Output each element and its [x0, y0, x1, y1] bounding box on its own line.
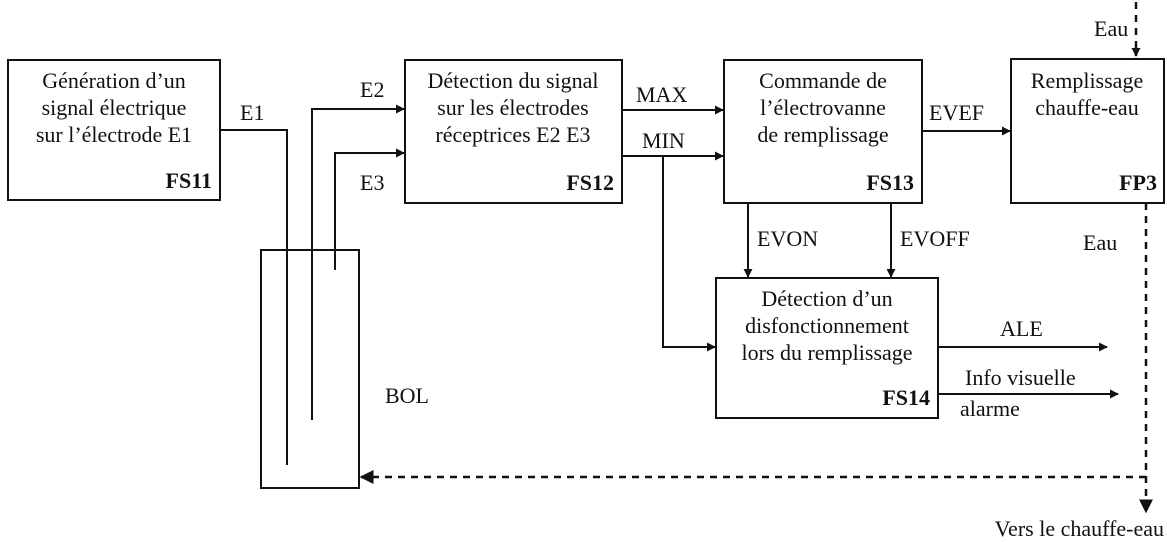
signal-evon: EVON [743, 203, 818, 278]
fs11-line-2: signal électrique [42, 95, 187, 120]
fs14-line-3: lors du remplissage [741, 340, 912, 365]
signal-ale: ALE [938, 316, 1108, 352]
fp3-line-1: Remplissage [1031, 68, 1143, 93]
fs13-line-2: l’électrovanne [760, 95, 886, 120]
label-e3: E3 [360, 170, 384, 195]
label-min: MIN [642, 128, 685, 153]
fs13-line-1: Commande de [759, 68, 887, 93]
electrode-e2: E2 [311, 77, 405, 420]
label-water-in: Eau [1094, 16, 1128, 41]
signal-min: MIN [622, 128, 724, 161]
fs13-code: FS13 [866, 170, 914, 195]
fs12-code: FS12 [566, 170, 614, 195]
signal-min-to-fs14 [662, 156, 716, 352]
signal-info-visuelle: Info visuelle alarme [938, 365, 1119, 421]
fs11-code: FS11 [166, 168, 212, 193]
label-max: MAX [636, 82, 687, 107]
label-evon: EVON [757, 226, 818, 251]
signal-evoff: EVOFF [886, 203, 970, 278]
block-fs12: Détection du signal sur les électrodes r… [404, 59, 623, 204]
fs14-line-2: disfonctionnement [745, 313, 909, 338]
fs11-line-1: Génération d’un [42, 68, 186, 93]
signal-evef: EVEF [922, 100, 1011, 136]
label-ale: ALE [1000, 316, 1043, 341]
label-e1: E1 [240, 100, 264, 125]
fp3-line-2: chauffe-eau [1035, 95, 1138, 120]
fs12-line-2: sur les électrodes [437, 95, 589, 120]
block-fp3: Remplissage chauffe-eau FP3 [1010, 58, 1165, 204]
fs14-line-1: Détection d’un [761, 286, 892, 311]
label-water-out: Eau [1083, 230, 1117, 255]
label-evef: EVEF [929, 100, 984, 125]
fs14-code: FS14 [882, 385, 930, 410]
bowl-label: BOL [385, 383, 429, 408]
label-info-line-2: alarme [960, 396, 1020, 421]
block-fs13: Commande de l’électrovanne de remplissag… [723, 59, 923, 204]
bowl: BOL [260, 249, 429, 489]
label-evoff: EVOFF [900, 226, 970, 251]
water-inlet: Eau [1094, 2, 1141, 57]
water-outlet: Eau Vers le chauffe-eau [359, 203, 1164, 541]
fs11-line-3: sur l’électrode E1 [36, 122, 192, 147]
fs13-line-3: de remplissage [757, 122, 888, 147]
electrode-e1: E1 [220, 100, 288, 465]
label-destination: Vers le chauffe-eau [995, 516, 1164, 541]
label-info-line-1: Info visuelle [965, 365, 1076, 390]
fs12-line-3: réceptrices E2 E3 [435, 122, 590, 147]
signal-max: MAX [622, 82, 724, 115]
block-fs11: Génération d’un signal électrique sur l’… [7, 59, 221, 201]
label-e2: E2 [360, 77, 384, 102]
block-fs14: Détection d’un disfonctionnement lors du… [715, 277, 939, 419]
electrode-e3: E3 [334, 148, 405, 270]
fp3-code: FP3 [1119, 170, 1157, 195]
fs12-line-1: Détection du signal [427, 68, 598, 93]
